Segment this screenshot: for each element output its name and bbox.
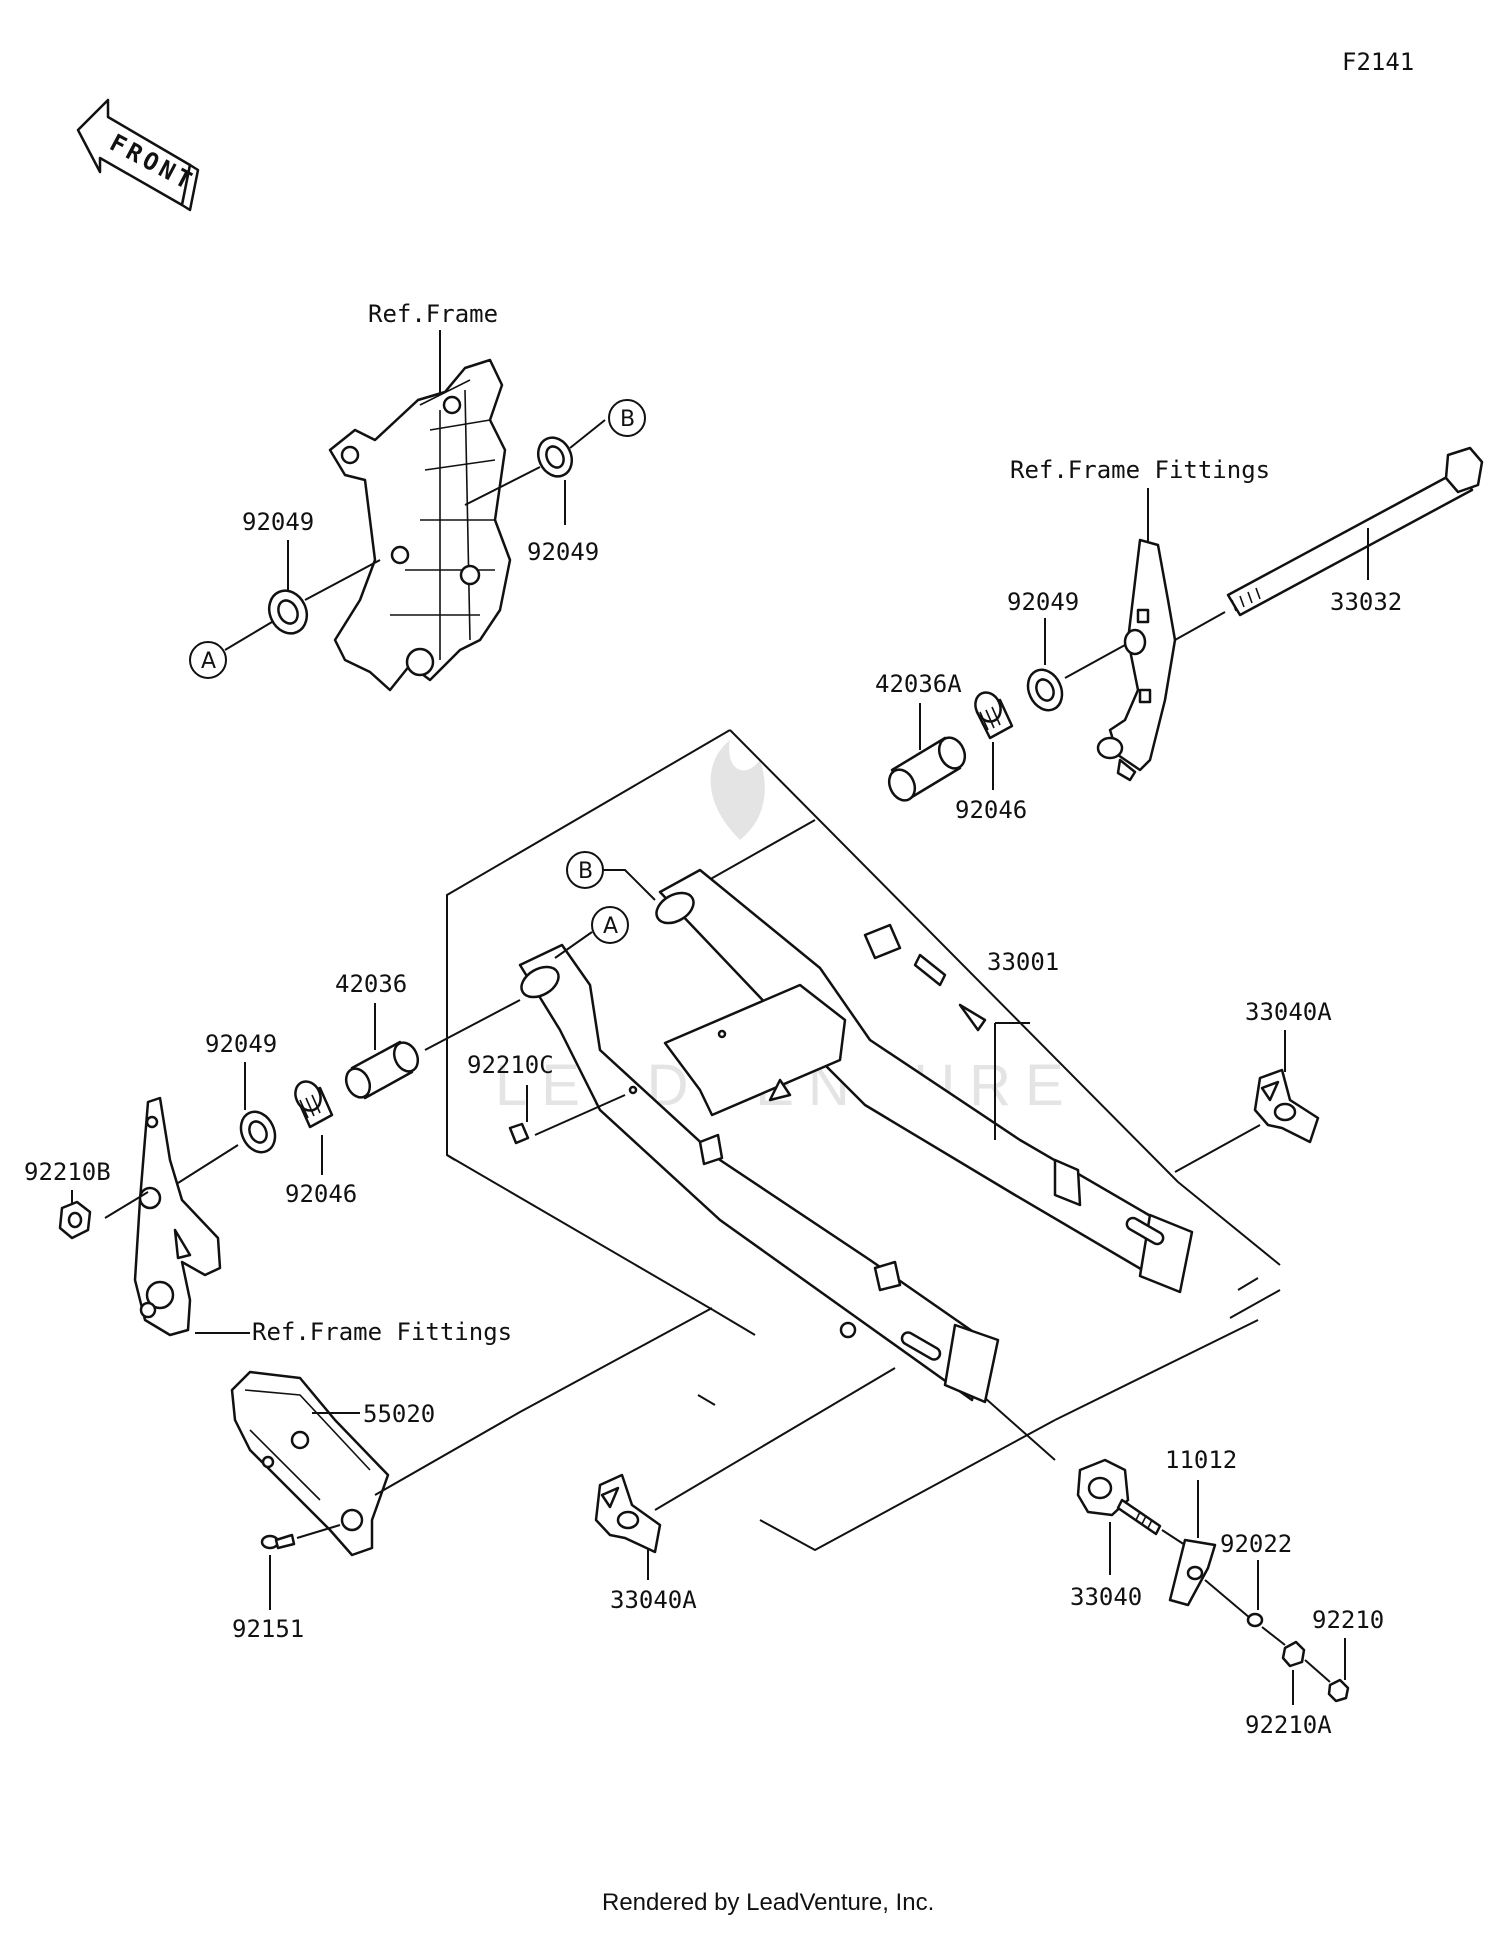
part-92210A[interactable]: 92210A (1245, 1711, 1332, 1739)
part-92049-right[interactable]: 92049 (1007, 588, 1079, 616)
ref-frame-fittings-left: Ref.Frame Fittings (252, 1318, 512, 1346)
part-33001[interactable]: 33001 (987, 948, 1059, 976)
bearing-92046-left (294, 1080, 334, 1129)
part-92022[interactable]: 92022 (1220, 1530, 1292, 1558)
part-42036A[interactable]: 42036A (875, 670, 962, 698)
frame-fitting-right (1096, 538, 1177, 782)
part-92210C[interactable]: 92210C (467, 1051, 554, 1079)
washer-92049-left (239, 1110, 277, 1154)
part-92046-right[interactable]: 92046 (955, 796, 1027, 824)
part-92049-frame-right[interactable]: 92049 (527, 538, 599, 566)
adjuster-33040A-left (594, 1473, 662, 1554)
front-arrow-icon: FRONT (76, 98, 200, 212)
frame-fitting-left (133, 1096, 222, 1337)
ref-frame-label: Ref.Frame (368, 300, 498, 328)
part-92210[interactable]: 92210 (1312, 1606, 1384, 1634)
washer-92049-frame-left (267, 589, 309, 635)
bearing-92046-right (974, 691, 1014, 740)
bolt-92151 (260, 1533, 296, 1550)
plate-11012 (1168, 1538, 1217, 1607)
part-33040A-left[interactable]: 33040A (610, 1586, 697, 1614)
callout-b-frame-text: B (620, 407, 635, 432)
callout-a-frame-text: A (201, 649, 216, 674)
washer-92049-frame-right (536, 436, 574, 478)
swingarm-33001 (518, 868, 1194, 1404)
callout-a-arm (591, 906, 629, 944)
frame-drawing (328, 358, 512, 692)
callout-a-arm-text: A (603, 914, 618, 939)
fitting-92210C (508, 1122, 530, 1145)
part-92049-left[interactable]: 92049 (205, 1030, 277, 1058)
part-92049-frame-left[interactable]: 92049 (242, 508, 314, 536)
shaft-33032 (1226, 446, 1484, 617)
part-92151[interactable]: 92151 (232, 1615, 304, 1643)
ref-frame-fittings-top: Ref.Frame Fittings (1010, 456, 1270, 484)
nut-92210 (1327, 1678, 1350, 1703)
diagram-code: F2141 (1342, 48, 1414, 76)
part-92046-left[interactable]: 92046 (285, 1180, 357, 1208)
part-33040[interactable]: 33040 (1070, 1583, 1142, 1611)
part-33040A-right[interactable]: 33040A (1245, 998, 1332, 1026)
callout-b-frame (608, 399, 646, 437)
part-55020[interactable]: 55020 (363, 1400, 435, 1428)
part-11012[interactable]: 11012 (1165, 1446, 1237, 1474)
bolt-11012 (1116, 1498, 1162, 1536)
nut-92210A (1281, 1640, 1306, 1668)
part-42036[interactable]: 42036 (335, 970, 407, 998)
washer-92049-right (1026, 668, 1064, 712)
callout-a-frame (189, 641, 227, 679)
collar-42036A (887, 736, 967, 802)
washer-92022 (1246, 1612, 1264, 1628)
footer-text: Rendered by LeadVenture, Inc. (602, 1889, 934, 1916)
part-33032[interactable]: 33032 (1330, 588, 1402, 616)
chain-guide-55020 (230, 1370, 390, 1557)
callout-b-arm-text: B (578, 859, 593, 884)
part-92210B[interactable]: 92210B (24, 1158, 111, 1186)
adjuster-33040A-right (1253, 1068, 1320, 1144)
nut-92210B (58, 1200, 92, 1240)
collar-42036 (344, 1040, 420, 1100)
